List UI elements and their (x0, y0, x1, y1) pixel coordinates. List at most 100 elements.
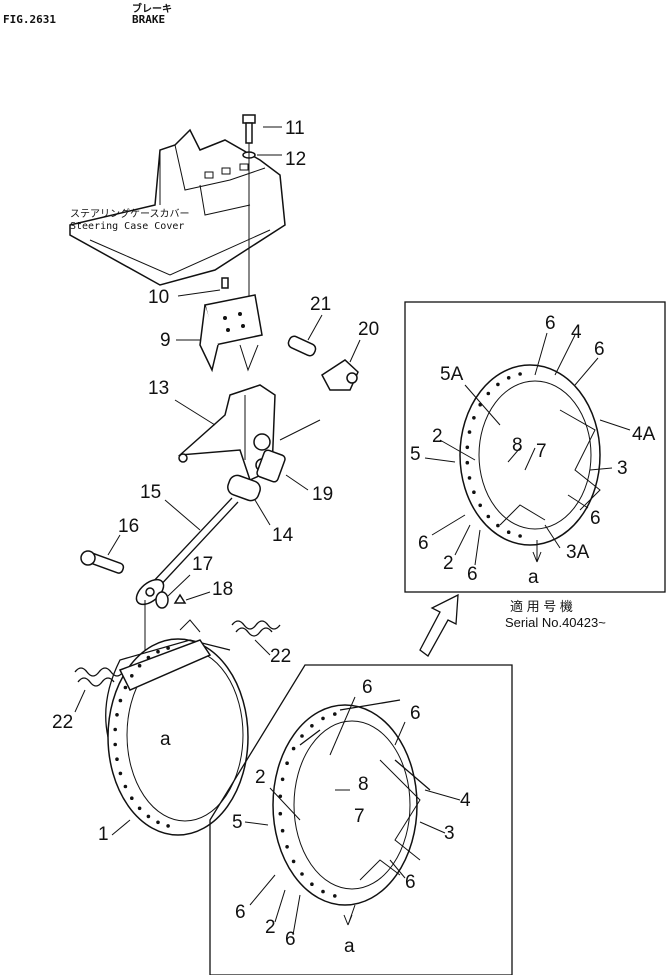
rivet-hole (280, 828, 285, 833)
main-callout-a: a (160, 729, 171, 750)
main-callout-1: 1 (98, 824, 109, 845)
rivet-hole (285, 761, 289, 765)
rivet-hole (156, 649, 160, 654)
rivet-hole (486, 514, 491, 519)
pin-10 (221, 277, 229, 289)
rivet-hole (137, 663, 142, 668)
main-callout-15: 15 (140, 482, 161, 503)
brake-band-1 (105, 619, 249, 836)
title-english: BRAKE (132, 13, 166, 26)
washer-17 (155, 591, 169, 609)
lower-callout-4: 4 (460, 790, 471, 811)
lower-callout-2: 2 (265, 917, 276, 938)
rivet-hole (123, 784, 128, 789)
rivet-hole (333, 712, 337, 716)
rivet-hole (118, 771, 123, 776)
serial-japanese: 適 用 号 機 (510, 599, 573, 614)
upper-callout-4: 4 (571, 322, 582, 343)
lower-callout-7: 7 (354, 806, 365, 827)
upper-callout-8: 8 (512, 435, 523, 456)
main-callout-10: 10 (148, 287, 169, 308)
rivet-hole (506, 530, 511, 534)
rivet-hole (472, 416, 476, 420)
upper-callout-6: 6 (545, 313, 556, 334)
rivet-hole (518, 372, 522, 376)
lower-inset-frame (209, 664, 513, 975)
rod-15 (135, 497, 239, 606)
lower-inset-drum (272, 699, 431, 906)
rivet-hole (123, 685, 128, 690)
pin-21 (287, 335, 317, 357)
lower-callout-6: 6 (410, 703, 421, 724)
rivet-hole (518, 534, 522, 538)
rivet-hole (146, 655, 151, 660)
pin-16 (80, 550, 125, 574)
rivet-hole (130, 796, 134, 800)
rivet-hole (146, 814, 151, 819)
spring-22-left (74, 667, 124, 687)
main-callout-22: 22 (52, 712, 73, 733)
rivet-hole (156, 820, 160, 825)
upper-callout-6: 6 (467, 564, 478, 585)
rivet-hole (291, 859, 296, 864)
rivet-hole (465, 460, 470, 465)
rivet-hole (496, 382, 500, 387)
cover-label-english: Steering Case Cover (70, 221, 184, 232)
rivet-hole (465, 445, 470, 450)
main-callout-20: 20 (358, 319, 379, 340)
rivet-hole (285, 845, 289, 849)
upper-callout-6: 6 (594, 339, 605, 360)
upper-inset-drum (459, 364, 601, 546)
upper-callout-3a: 3A (566, 542, 590, 563)
rivet-hole (113, 727, 117, 732)
rivet-hole (137, 806, 142, 811)
rivet-hole (300, 872, 304, 876)
main-callout-9: 9 (160, 330, 171, 351)
rivet-hole (166, 646, 170, 650)
lower-callout-5: 5 (232, 812, 243, 833)
rivet-hole (113, 742, 117, 747)
bolt-11 (242, 114, 256, 144)
main-callout-17: 17 (192, 554, 213, 575)
rivet-hole (496, 523, 500, 528)
plate-20 (321, 359, 359, 391)
rivet-hole (321, 889, 325, 894)
cotter-pin-18 (173, 593, 187, 604)
rivet-hole (130, 674, 134, 678)
lower-callout-6: 6 (235, 902, 246, 923)
upper-callout-a: a (528, 567, 539, 588)
upper-inset-frame (404, 301, 666, 593)
upper-callout-2: 2 (432, 426, 443, 447)
rivet-hole (486, 391, 491, 396)
lower-callout-6: 6 (362, 677, 373, 698)
rivet-hole (478, 503, 483, 508)
main-callout-16: 16 (118, 516, 139, 537)
rivet-hole (278, 811, 283, 816)
bushing-19 (256, 449, 286, 483)
upper-callout-5: 5 (410, 444, 421, 465)
rivet-hole (333, 894, 337, 898)
serial-english: Serial No.40423~ (505, 615, 606, 630)
rivet-hole (300, 734, 304, 738)
lower-callout-a: a (344, 936, 355, 957)
rivet-hole (321, 716, 325, 721)
cover-label-japanese: ステアリングケースカバー (70, 207, 190, 220)
upper-callout-4a: 4A (632, 424, 656, 445)
upper-inset-arrow (532, 540, 542, 563)
main-callout-21: 21 (310, 294, 331, 315)
main-callout-12: 12 (285, 149, 306, 170)
upper-callout-3: 3 (617, 458, 628, 479)
lower-inset-arrow (343, 904, 356, 926)
upper-callout-5a: 5A (440, 364, 464, 385)
rivet-hole (506, 376, 511, 380)
bushing-14 (227, 474, 261, 502)
title-japanese: ブレーキ (132, 4, 172, 15)
rivet-hole (467, 430, 472, 434)
main-callout-13: 13 (148, 378, 169, 399)
upper-callout-7: 7 (536, 441, 547, 462)
